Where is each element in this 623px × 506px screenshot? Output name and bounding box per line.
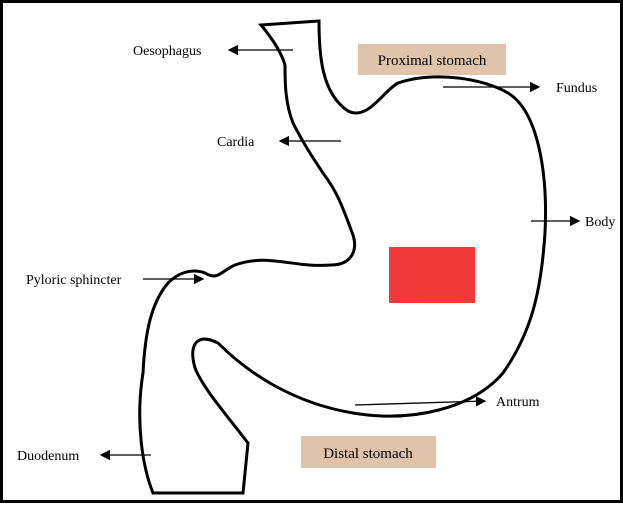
distal-stomach-label-box: Distal stomach	[301, 436, 436, 468]
duodenum-label: Duodenum	[17, 449, 79, 464]
fundus-label: Fundus	[556, 81, 597, 96]
stomach-diagram: Proximal stomach Distal stomach Oesophag…	[3, 3, 623, 506]
proximal-stomach-label: Proximal stomach	[378, 53, 487, 69]
pyloric-sphincter-label: Pyloric sphincter	[26, 273, 122, 288]
proximal-stomach-label-box: Proximal stomach	[358, 44, 506, 75]
distal-stomach-label: Distal stomach	[323, 446, 413, 462]
stomach-wall	[140, 21, 546, 493]
antrum-label: Antrum	[496, 395, 540, 410]
gastric-content	[140, 21, 546, 493]
antrum-arrow	[355, 401, 485, 405]
body-label: Body	[585, 215, 615, 230]
stomach-outline	[140, 21, 546, 493]
red-marker	[389, 247, 475, 303]
oesophagus-label: Oesophagus	[133, 44, 201, 59]
cardia-label: Cardia	[217, 135, 255, 150]
